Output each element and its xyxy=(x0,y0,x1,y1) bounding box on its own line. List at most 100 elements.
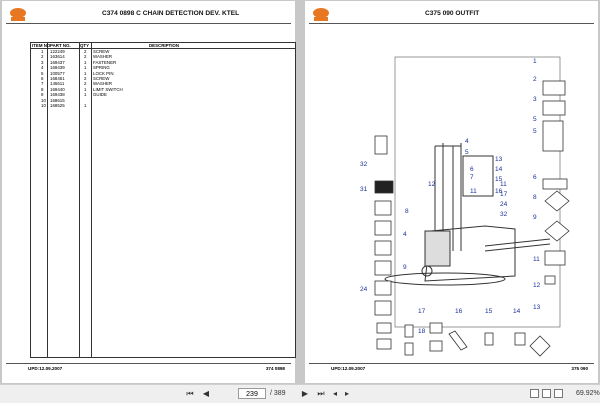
svg-text:1: 1 xyxy=(533,58,537,65)
update-date: UPD:12.09.2007 xyxy=(331,366,366,371)
cell-item: 2 xyxy=(41,54,44,60)
svg-text:2: 2 xyxy=(533,76,537,83)
page-code: 375 090 xyxy=(571,366,588,371)
cell-qty: 2 xyxy=(84,76,87,81)
col-item: ITEM NO xyxy=(32,43,51,48)
cell-qty: 1 xyxy=(84,70,87,76)
col-desc: DESCRIPTION xyxy=(149,43,180,48)
table-row: 5 100577 1 LOCK PIN xyxy=(31,71,295,76)
cell-part: 169438 xyxy=(50,92,65,98)
divider xyxy=(309,23,594,24)
svg-text:6: 6 xyxy=(533,174,537,181)
cell-desc: SCREW xyxy=(93,49,110,54)
svg-text:32: 32 xyxy=(500,211,508,218)
svg-text:31: 31 xyxy=(360,186,368,193)
page-total: / 389 xyxy=(270,390,286,397)
svg-text:5: 5 xyxy=(533,128,537,135)
svg-text:15: 15 xyxy=(495,176,503,183)
svg-text:13: 13 xyxy=(533,304,541,311)
col-qty: QTY xyxy=(80,43,90,48)
cell-part: 169440 xyxy=(50,86,65,92)
svg-text:3: 3 xyxy=(533,96,537,103)
cell-part: 122249 xyxy=(50,49,65,54)
svg-text:24: 24 xyxy=(360,286,368,293)
cell-qty: 1 xyxy=(84,65,87,71)
svg-text:17: 17 xyxy=(500,191,508,198)
svg-text:11: 11 xyxy=(500,181,507,188)
svg-text:8: 8 xyxy=(405,208,409,215)
svg-text:13: 13 xyxy=(495,156,503,163)
divider xyxy=(309,363,594,364)
svg-text:7: 7 xyxy=(470,174,474,181)
cell-desc: LIMIT SWITCH xyxy=(93,86,123,92)
cell-part: 168615 xyxy=(50,97,65,103)
document-page-right: C375 090 OUTFIT xyxy=(305,1,598,383)
page-code: 374 0898 xyxy=(265,366,285,371)
cell-desc: FASTENER xyxy=(93,59,117,65)
page-title: C375 090 OUTFIT xyxy=(425,10,480,17)
cell-desc: WASHER xyxy=(93,54,113,60)
cell-desc: LOCK PIN xyxy=(93,70,114,76)
svg-text:16: 16 xyxy=(455,308,463,315)
next-page-button[interactable]: ▶ xyxy=(301,389,309,398)
single-page-view-icon[interactable] xyxy=(530,389,539,398)
continuous-view-icon[interactable] xyxy=(554,389,563,398)
svg-text:11: 11 xyxy=(533,256,540,263)
last-page-button[interactable]: ⏭ xyxy=(317,389,325,398)
cell-part: 168525 xyxy=(50,103,65,108)
cell-qty: 2 xyxy=(84,54,87,60)
svg-text:17: 17 xyxy=(418,308,426,315)
table-row: 1 122249 2 SCREW xyxy=(31,49,295,54)
svg-text:6: 6 xyxy=(470,166,474,173)
cell-part: 169437 xyxy=(50,59,65,65)
brand-logo-icon xyxy=(10,8,26,21)
divider xyxy=(6,363,291,364)
cell-item: 5 xyxy=(41,70,44,76)
parts-table: ITEM NO PART NO. QTY DESCRIPTION 1 122249… xyxy=(30,42,296,358)
viewer-toolbar: ⏮ ◀ 239 / 389 ▶ ⏭ ◂ ▸ 69.92% xyxy=(0,384,600,403)
svg-text:8: 8 xyxy=(533,194,537,201)
cell-item: 6 xyxy=(41,76,44,81)
svg-text:5: 5 xyxy=(465,149,469,156)
table-row: 10 168615 xyxy=(31,98,295,103)
svg-text:12: 12 xyxy=(533,282,541,289)
svg-text:24: 24 xyxy=(500,201,508,208)
page-number-input[interactable]: 239 xyxy=(238,388,266,399)
svg-text:32: 32 xyxy=(360,161,368,168)
back-button[interactable]: ◂ xyxy=(332,389,337,398)
forward-button[interactable]: ▸ xyxy=(344,389,349,398)
divider xyxy=(6,23,291,24)
cell-desc: SPRING xyxy=(93,65,110,71)
cell-item: 10 xyxy=(41,97,46,103)
zoom-level[interactable]: 69.92% xyxy=(576,390,600,397)
prev-page-button[interactable]: ◀ xyxy=(202,389,210,398)
first-page-button[interactable]: ⏮ xyxy=(186,389,194,398)
page-title: C374 0898 C CHAIN DETECTION DEV. KTEL xyxy=(102,10,240,17)
svg-text:14: 14 xyxy=(495,166,503,173)
svg-text:4: 4 xyxy=(403,231,407,238)
cell-item: 7 xyxy=(41,81,44,87)
svg-text:15: 15 xyxy=(485,308,493,315)
document-viewport[interactable]: C374 0898 C CHAIN DETECTION DEV. KTEL IT… xyxy=(0,0,600,384)
svg-text:4: 4 xyxy=(465,138,469,145)
cell-part: 169439 xyxy=(50,65,65,71)
svg-text:5: 5 xyxy=(533,116,537,123)
cell-item: 10 xyxy=(41,103,46,108)
cell-qty: 2 xyxy=(84,49,87,54)
two-page-view-icon[interactable] xyxy=(542,389,551,398)
col-part: PART NO. xyxy=(50,43,71,48)
cell-part: 163614 xyxy=(50,54,65,60)
cell-item: 1 xyxy=(41,49,44,54)
cell-part: 168461 xyxy=(50,76,65,81)
cell-part: 100577 xyxy=(50,70,65,76)
cell-item: 8 xyxy=(41,86,44,92)
table-header: ITEM NO PART NO. QTY DESCRIPTION xyxy=(31,43,295,50)
svg-text:12: 12 xyxy=(428,181,436,188)
